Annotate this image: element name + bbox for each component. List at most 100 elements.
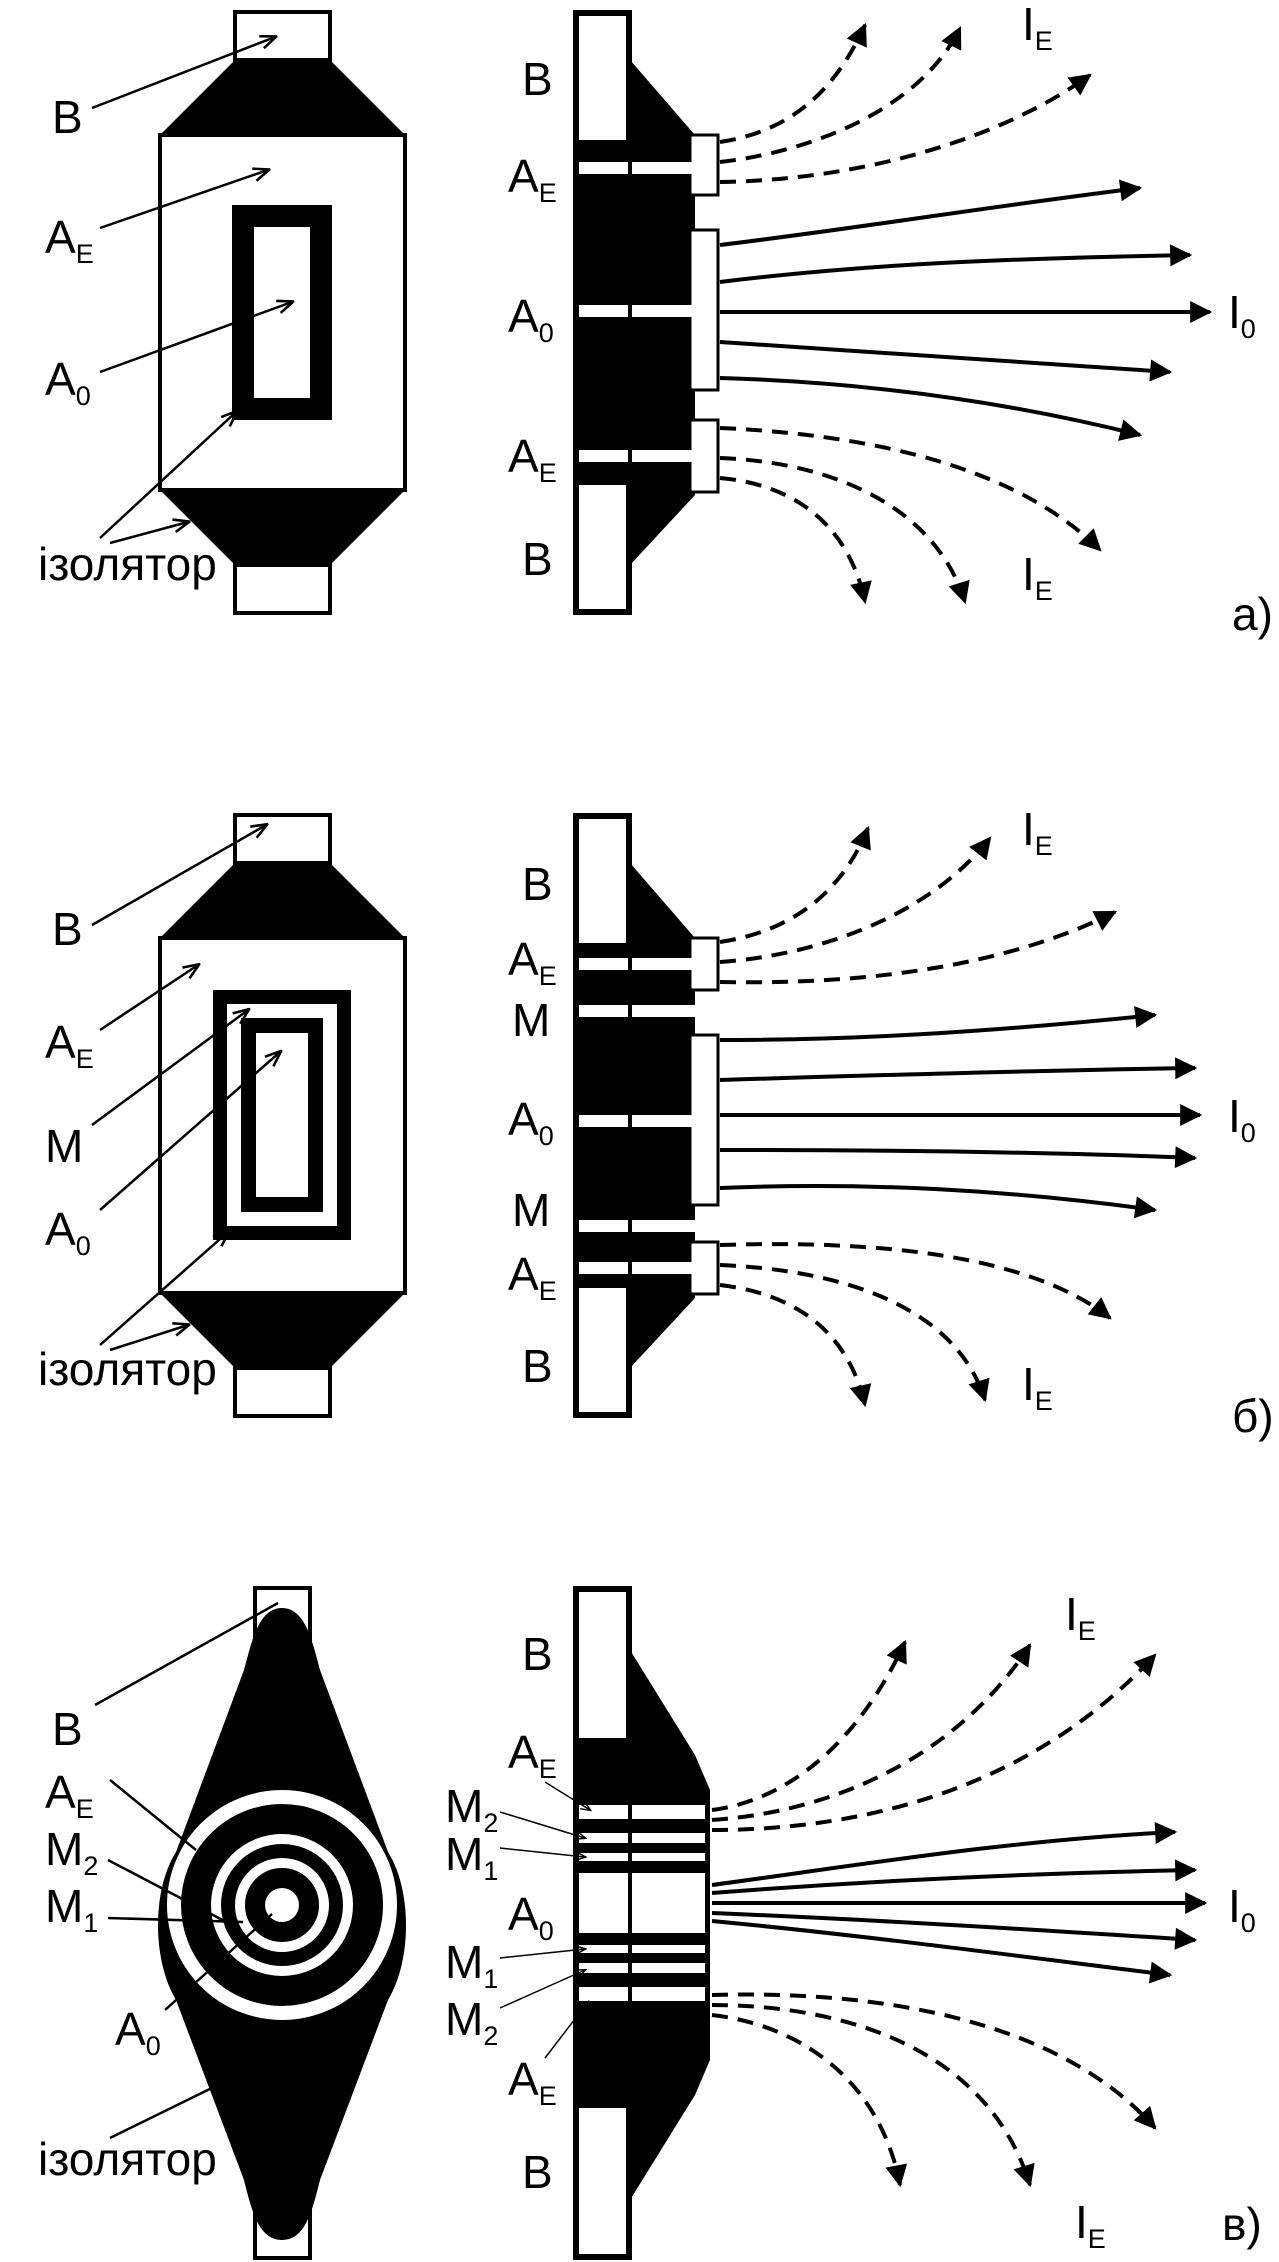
leader-a0	[99, 1052, 280, 1211]
beam-dashed	[719, 1242, 1112, 1320]
bottom-block	[233, 563, 332, 615]
side-b-window-top	[579, 16, 626, 140]
beam-solid	[719, 1146, 1198, 1169]
beam-label-i0: I0	[1228, 1880, 1256, 1938]
label-a0: A0	[45, 1203, 91, 1261]
beam-labels-b: IE I0 IE	[1022, 803, 1256, 1416]
top-block-b	[233, 813, 332, 865]
panel-tag-b: б)	[1232, 1390, 1274, 1442]
leader-a0	[99, 302, 292, 374]
top-insulator	[160, 863, 405, 938]
side-b-window-top	[579, 1592, 626, 1738]
beam-dashed	[719, 910, 1117, 985]
beam-solid	[711, 1911, 1198, 1950]
label-b: B	[52, 1703, 83, 1755]
label-a0: A0	[45, 353, 91, 411]
beam-solid	[711, 1859, 1198, 1895]
disk-a0	[265, 1888, 299, 1922]
beams-b	[719, 825, 1203, 1408]
beam-dashed	[711, 1992, 1157, 2130]
ring-ae	[167, 1790, 397, 2020]
panel-tag-a: а)	[1232, 588, 1273, 640]
side-ae-bot-plate	[688, 1240, 720, 1296]
beam-solid	[719, 340, 1173, 382]
side-label-ae-top: AE	[508, 150, 557, 208]
label-m: M	[45, 1120, 83, 1172]
beam-solid	[719, 376, 1143, 441]
side-label-a0: A0	[508, 1888, 554, 1946]
side-view-c	[573, 1586, 710, 2260]
leader-insulator-2	[109, 1325, 188, 1352]
beam-label-ie-bot: IE	[1022, 1358, 1053, 1416]
side-ae-bot-stripe	[579, 1987, 705, 2001]
beam-label-ie-top: IE	[1065, 1588, 1096, 1646]
side-a0-stem	[579, 305, 694, 317]
side-label-b-top: B	[522, 858, 553, 910]
beam-label-i0: I0	[1228, 286, 1256, 344]
leader-ae-top	[544, 1781, 590, 1810]
side-label-m1-top: M1	[445, 1828, 498, 1886]
side-a0-plate	[688, 228, 720, 392]
front-labels-a: B AE A0 ізолятор	[38, 37, 292, 590]
label-insulator: ізолятор	[38, 538, 217, 590]
leader-m1-bot	[499, 1949, 585, 1959]
panel-b: B AE M A0 ізолятор	[38, 803, 1274, 1442]
side-label-m-bot: M	[512, 1184, 550, 1236]
label-m1: M1	[45, 1880, 98, 1938]
side-b-window-bot	[579, 2108, 626, 2254]
beam-solid	[711, 1919, 1173, 1984]
beam-dashed	[719, 836, 992, 964]
side-ae-top-stem	[579, 958, 694, 970]
side-labels-a: B AE A0 AE B	[508, 53, 557, 585]
side-ae-top-plate	[688, 936, 720, 992]
beam-dashed	[719, 1283, 872, 1408]
leader-b	[94, 1601, 279, 1707]
beam-dashed	[711, 1643, 1032, 1822]
leader-insulator	[109, 2083, 219, 2140]
beam-solid	[719, 1057, 1198, 1082]
leader-a0	[164, 1913, 273, 2011]
side-label-b-top: B	[522, 1628, 553, 1680]
side-label-ae-bot: AE	[508, 430, 557, 488]
side-ae-top-stem	[579, 162, 694, 174]
leader-b	[91, 825, 266, 927]
leader-m	[91, 1010, 248, 1127]
side-m1-top-stripe	[579, 1853, 705, 1861]
side-m2-bot-stripe	[579, 1963, 705, 1973]
beam-dashed	[711, 1640, 907, 1812]
side-m1-bot-stripe	[579, 1945, 705, 1953]
beam-dashed	[719, 426, 1102, 552]
top-insulator	[160, 60, 405, 135]
beam-labels-a: IE I0 IE	[1022, 0, 1256, 606]
leader-ae-bot	[544, 2002, 588, 2059]
side-outline	[573, 1586, 632, 2260]
side-label-m2-bot: M2	[445, 1993, 498, 2051]
beams-a	[719, 22, 1213, 605]
beam-dashed	[719, 476, 872, 605]
leader-insulator-1	[99, 1232, 228, 1346]
side-label-a0: A0	[508, 290, 554, 348]
panel-c: B AE M2 M1 A0 ізолятор	[38, 1586, 1262, 2260]
beams-c	[711, 1640, 1208, 2188]
side-labels-b: B AE M A0 M AE B	[508, 858, 557, 1392]
side-b-window-bot	[579, 1288, 626, 1412]
leader-ae	[99, 965, 198, 1032]
leader-m1	[107, 1916, 244, 1924]
front-view-b	[158, 813, 407, 1418]
label-m2: M2	[45, 1823, 98, 1881]
front-view-a	[158, 10, 407, 615]
beam-label-ie-bot: IE	[1075, 2196, 1106, 2254]
beam-dashed	[711, 2003, 1035, 2188]
bottom-block	[233, 1366, 332, 1418]
beam-solid	[719, 179, 1143, 247]
side-outline	[573, 10, 632, 615]
beam-dashed	[719, 1263, 990, 1403]
side-ae-bot-plate	[688, 418, 720, 494]
label-insulator: ізолятор	[38, 1343, 217, 1395]
front-view-c	[158, 1586, 406, 2260]
top-block-b	[233, 10, 332, 62]
side-labels-c: B AE M2 M1 A0 M1 M2 AE B	[445, 1628, 590, 2198]
side-label-b-bot: B	[522, 1340, 553, 1392]
inner-electrode-a0	[256, 1033, 308, 1197]
